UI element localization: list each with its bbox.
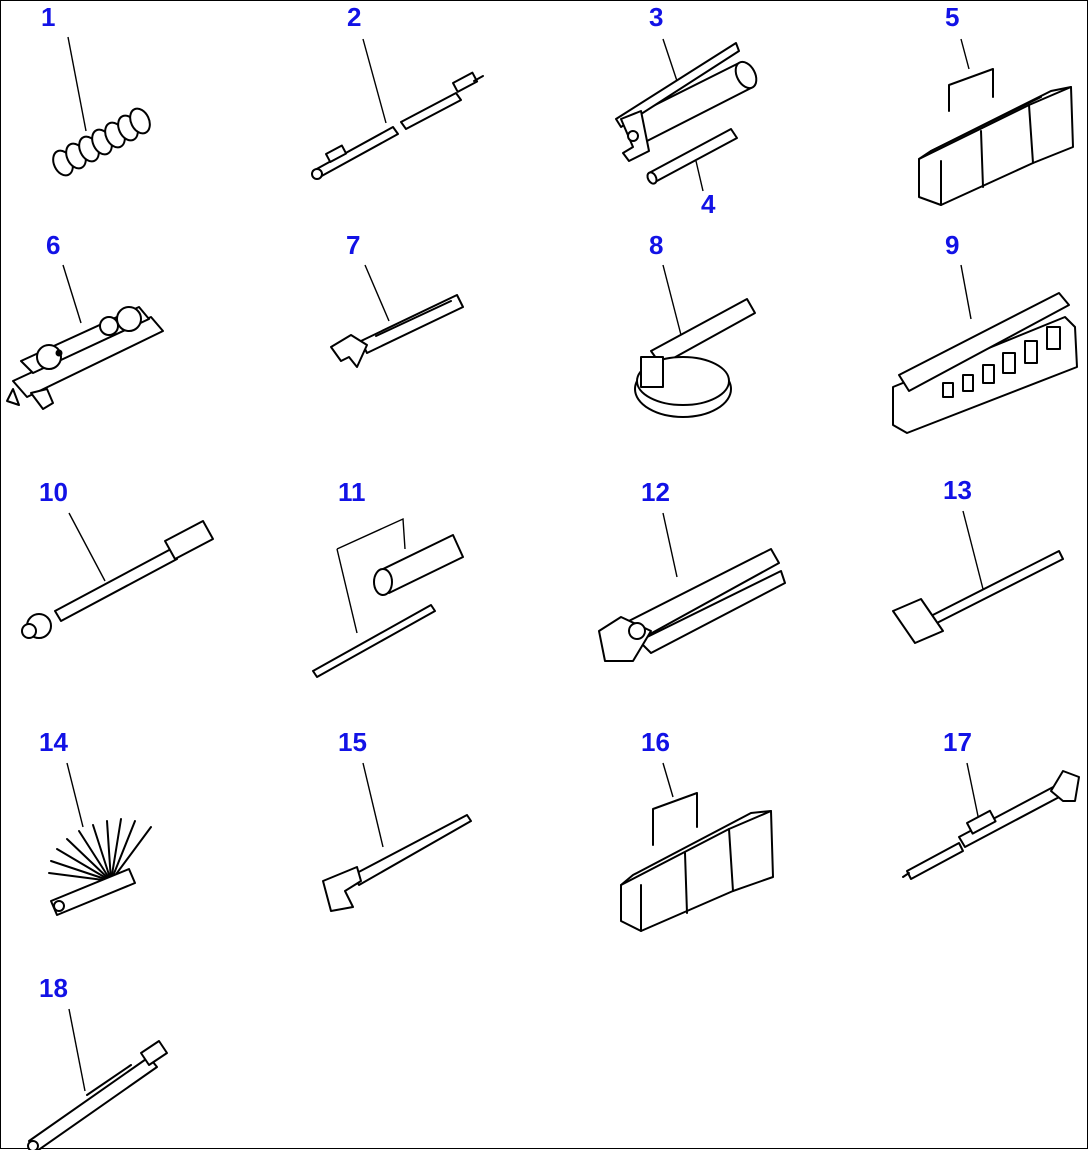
- callout-4: 4: [701, 189, 716, 219]
- part-5-tool-bag[interactable]: 5: [918, 2, 1074, 206]
- callout-3: 3: [649, 2, 663, 32]
- callout-7: 7: [346, 230, 360, 260]
- part-18-torque-bar[interactable]: 18: [27, 973, 168, 1150]
- callout-12: 12: [641, 477, 670, 507]
- part-10-socket-handle[interactable]: 10: [21, 477, 214, 639]
- callout-11: 11: [338, 477, 366, 507]
- callout-15: 15: [338, 727, 367, 757]
- callout-6: 6: [46, 230, 60, 260]
- callout-10: 10: [39, 477, 68, 507]
- part-14-feeler-gauge[interactable]: 14: [39, 727, 152, 916]
- part-11-socket-and-bar[interactable]: 11: [312, 477, 464, 678]
- part-3-grease-gun[interactable]: 3: [615, 2, 761, 162]
- part-17-plug-bar[interactable]: 17: [902, 727, 1080, 880]
- part-6-wrench-set[interactable]: 6: [6, 230, 164, 410]
- callout-16: 16: [641, 727, 670, 757]
- part-13-hammer[interactable]: 13: [892, 475, 1064, 644]
- part-15-pry-bar[interactable]: 15: [322, 727, 472, 912]
- part-2-driver-bar[interactable]: 2: [311, 2, 484, 180]
- part-16-tool-bag[interactable]: 16: [620, 727, 774, 932]
- callout-8: 8: [649, 230, 663, 260]
- part-8-filter-wrench[interactable]: 8: [634, 230, 756, 418]
- callout-1: 1: [41, 2, 55, 32]
- callout-2: 2: [347, 2, 361, 32]
- callout-13: 13: [943, 475, 972, 505]
- callout-17: 17: [943, 727, 972, 757]
- part-9-socket-set[interactable]: 9: [892, 230, 1078, 434]
- part-12-pliers[interactable]: 12: [598, 477, 786, 662]
- part-1-coil-spring[interactable]: 1: [41, 2, 154, 179]
- callout-14: 14: [39, 727, 68, 757]
- part-4-extension-pipe[interactable]: 4: [646, 128, 738, 219]
- callout-5: 5: [945, 2, 959, 32]
- callout-9: 9: [945, 230, 959, 260]
- part-7-adjustable-wrench[interactable]: 7: [330, 230, 464, 368]
- callout-18: 18: [39, 973, 68, 1003]
